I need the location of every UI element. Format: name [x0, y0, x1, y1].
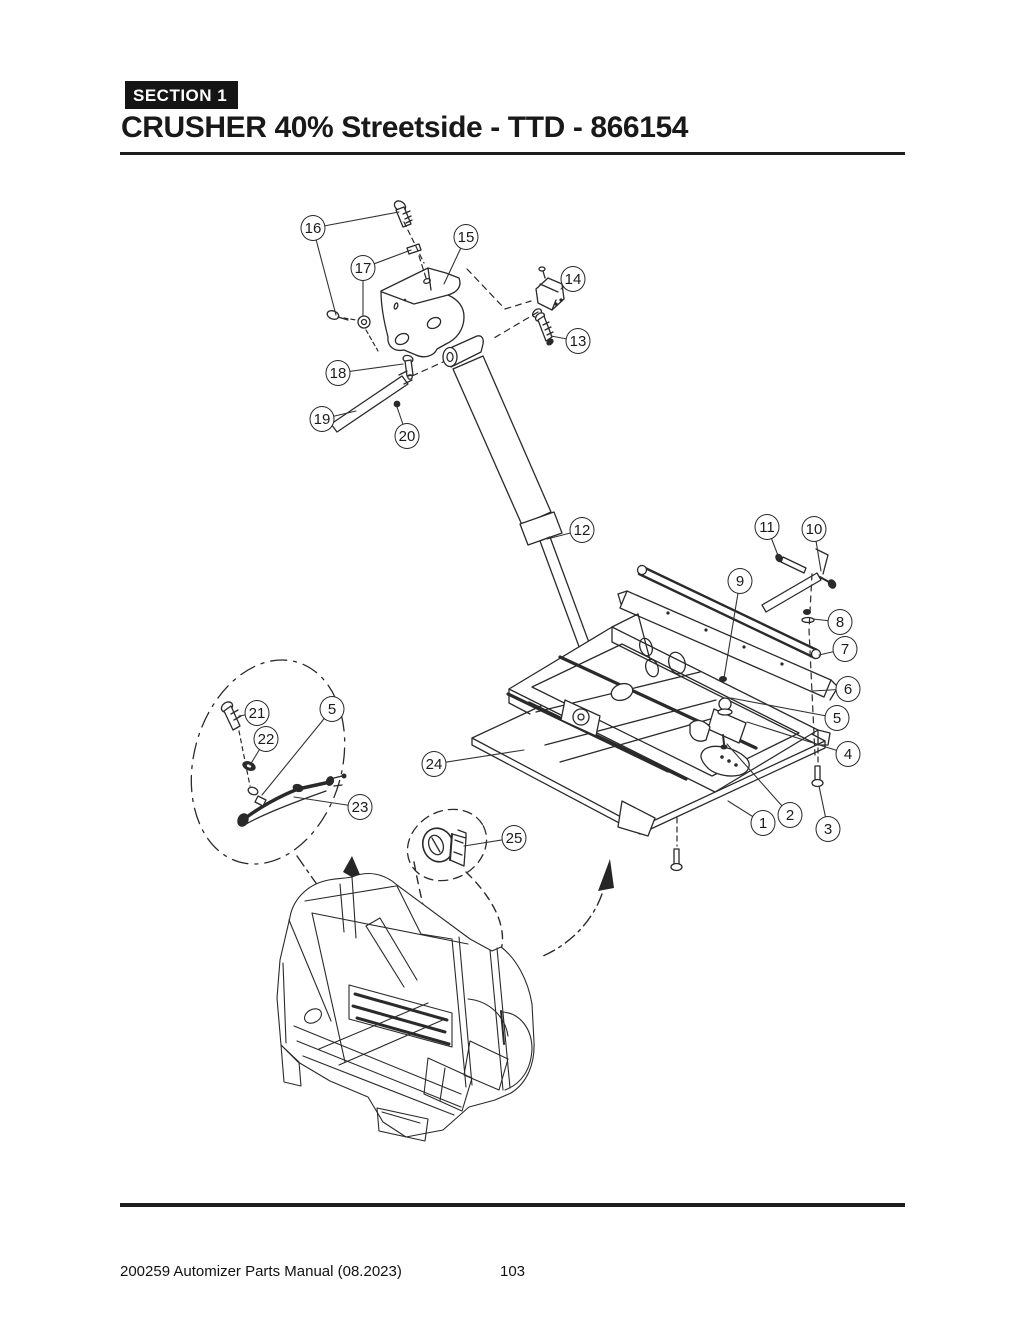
page-number: 103	[500, 1263, 526, 1280]
callout-21: 21	[244, 700, 270, 726]
leader-line	[723, 580, 741, 679]
leader-line	[746, 721, 849, 755]
section-badge: SECTION 1	[125, 81, 239, 109]
leader-line	[312, 211, 400, 229]
leader-line	[433, 749, 525, 765]
callout-3: 3	[815, 816, 841, 842]
hydraulic-cylinder	[442, 335, 601, 671]
latch-and-bolt	[531, 266, 565, 346]
callout-8: 8	[827, 609, 853, 635]
callout-13: 13	[565, 328, 591, 354]
grommet-detail	[406, 808, 488, 882]
leader-line	[312, 227, 337, 316]
leader-line	[730, 697, 838, 719]
callout-19: 19	[309, 406, 335, 432]
leader-line	[726, 743, 791, 816]
footer-rule	[120, 1203, 905, 1207]
cable-cluster	[190, 659, 347, 865]
callout-20: 20	[394, 423, 420, 449]
callout-23: 23	[347, 794, 373, 820]
callout-12: 12	[569, 517, 595, 543]
callout-25: 25	[501, 825, 527, 851]
callout-24: 24	[421, 751, 447, 777]
assembly-dashed-lines	[238, 221, 819, 847]
link-pin-group	[330, 354, 414, 433]
callout-9: 9	[727, 568, 753, 594]
top-fasteners	[326, 200, 422, 329]
footer-text: 200259 Automizer Parts Manual (08.2023)	[120, 1263, 402, 1280]
callout-15: 15	[453, 224, 479, 250]
callout-17: 17	[350, 255, 376, 281]
title-rule	[120, 152, 905, 155]
rail-strips	[617, 548, 839, 701]
callout-22: 22	[253, 726, 279, 752]
callout-7: 7	[832, 636, 858, 662]
page-title: CRUSHER 40% Streetside - TTD - 866154	[121, 111, 689, 144]
callout-18: 18	[325, 360, 351, 386]
callout-2: 2	[777, 802, 803, 828]
callout-5: 5	[319, 696, 345, 722]
callout-6: 6	[835, 676, 861, 702]
callout-4: 4	[835, 741, 861, 767]
callout-16: 16	[300, 215, 326, 241]
mount-bracket	[380, 267, 465, 358]
cab-sketch	[276, 873, 535, 1142]
base-frame	[471, 613, 831, 872]
callout-1: 1	[750, 810, 776, 836]
callout-10: 10	[801, 516, 827, 542]
pointer-arrow-icon	[598, 859, 614, 891]
callout-11: 11	[754, 514, 780, 540]
callout-5: 5	[824, 705, 850, 731]
callout-14: 14	[560, 266, 586, 292]
leader-line	[261, 708, 333, 796]
